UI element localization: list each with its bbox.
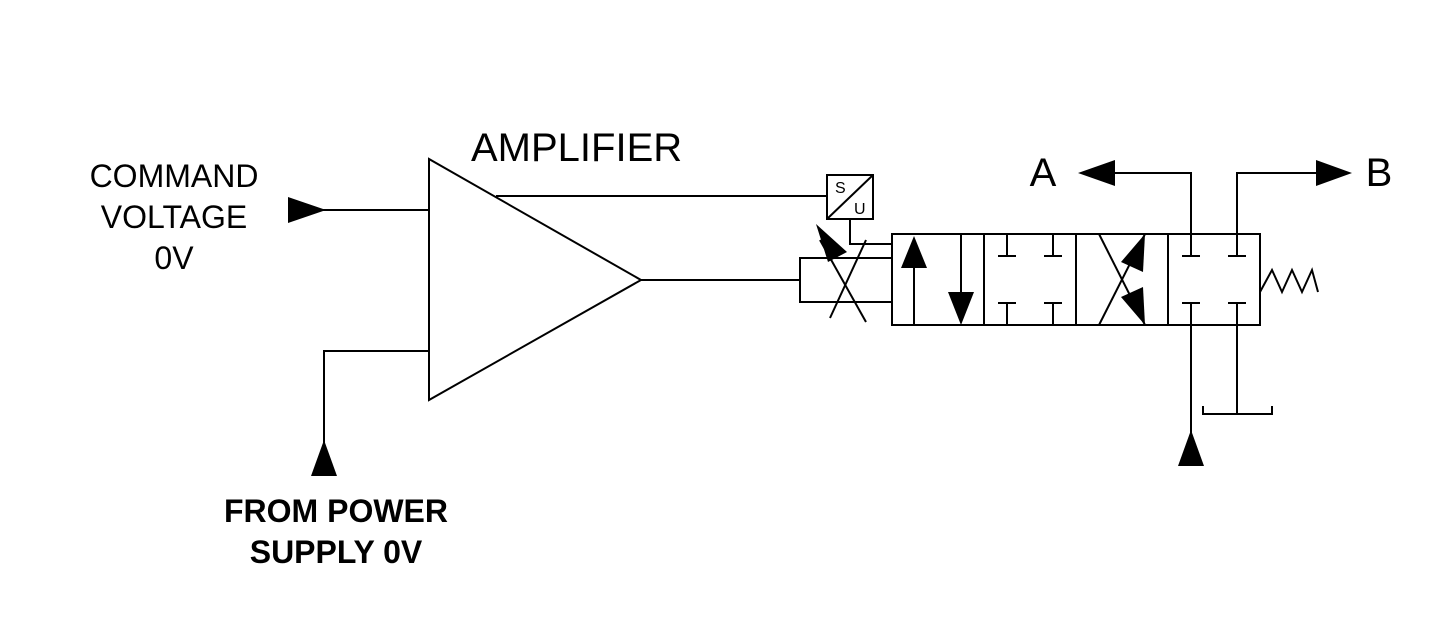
valve-envelope-parallel: [901, 234, 974, 325]
feedback-transducer: S U: [826, 174, 874, 220]
power-supply-label-line2: SUPPLY 0V: [250, 534, 423, 570]
amplifier-triangle: [428, 157, 644, 402]
transducer-s-label: S: [835, 180, 846, 197]
valve-envelope-crossed: [1098, 233, 1146, 326]
port-b-line: [1236, 172, 1320, 234]
port-b-label: B: [1366, 151, 1393, 195]
port-a-arrow: [1078, 160, 1115, 186]
directional-valve: [891, 233, 1261, 326]
transducer-u-label: U: [854, 201, 866, 218]
command-input-arrow: [288, 197, 326, 223]
port-a-line: [1112, 172, 1192, 234]
return-spring: [1259, 267, 1319, 295]
valve-envelope-blocked-2: [1182, 234, 1246, 325]
power-supply-arrow: [311, 440, 337, 476]
command-voltage-label-line3: 0V: [154, 240, 194, 276]
power-supply-label-line1: FROM POWER: [224, 493, 448, 529]
valve-envelope-blocked: [998, 234, 1062, 325]
port-b-arrow: [1316, 160, 1352, 186]
pressure-port-arrow: [1178, 430, 1204, 466]
tank-symbol: [1202, 406, 1273, 415]
proportional-solenoid: [799, 224, 893, 323]
command-voltage-label-line1: COMMAND: [90, 158, 259, 194]
power-supply-line: [323, 350, 429, 448]
transducer-valve-link: [849, 219, 892, 245]
command-voltage-label-line2: VOLTAGE: [101, 199, 247, 235]
amplifier-label: AMPLIFIER: [471, 126, 682, 170]
port-a-label: A: [1030, 151, 1057, 195]
